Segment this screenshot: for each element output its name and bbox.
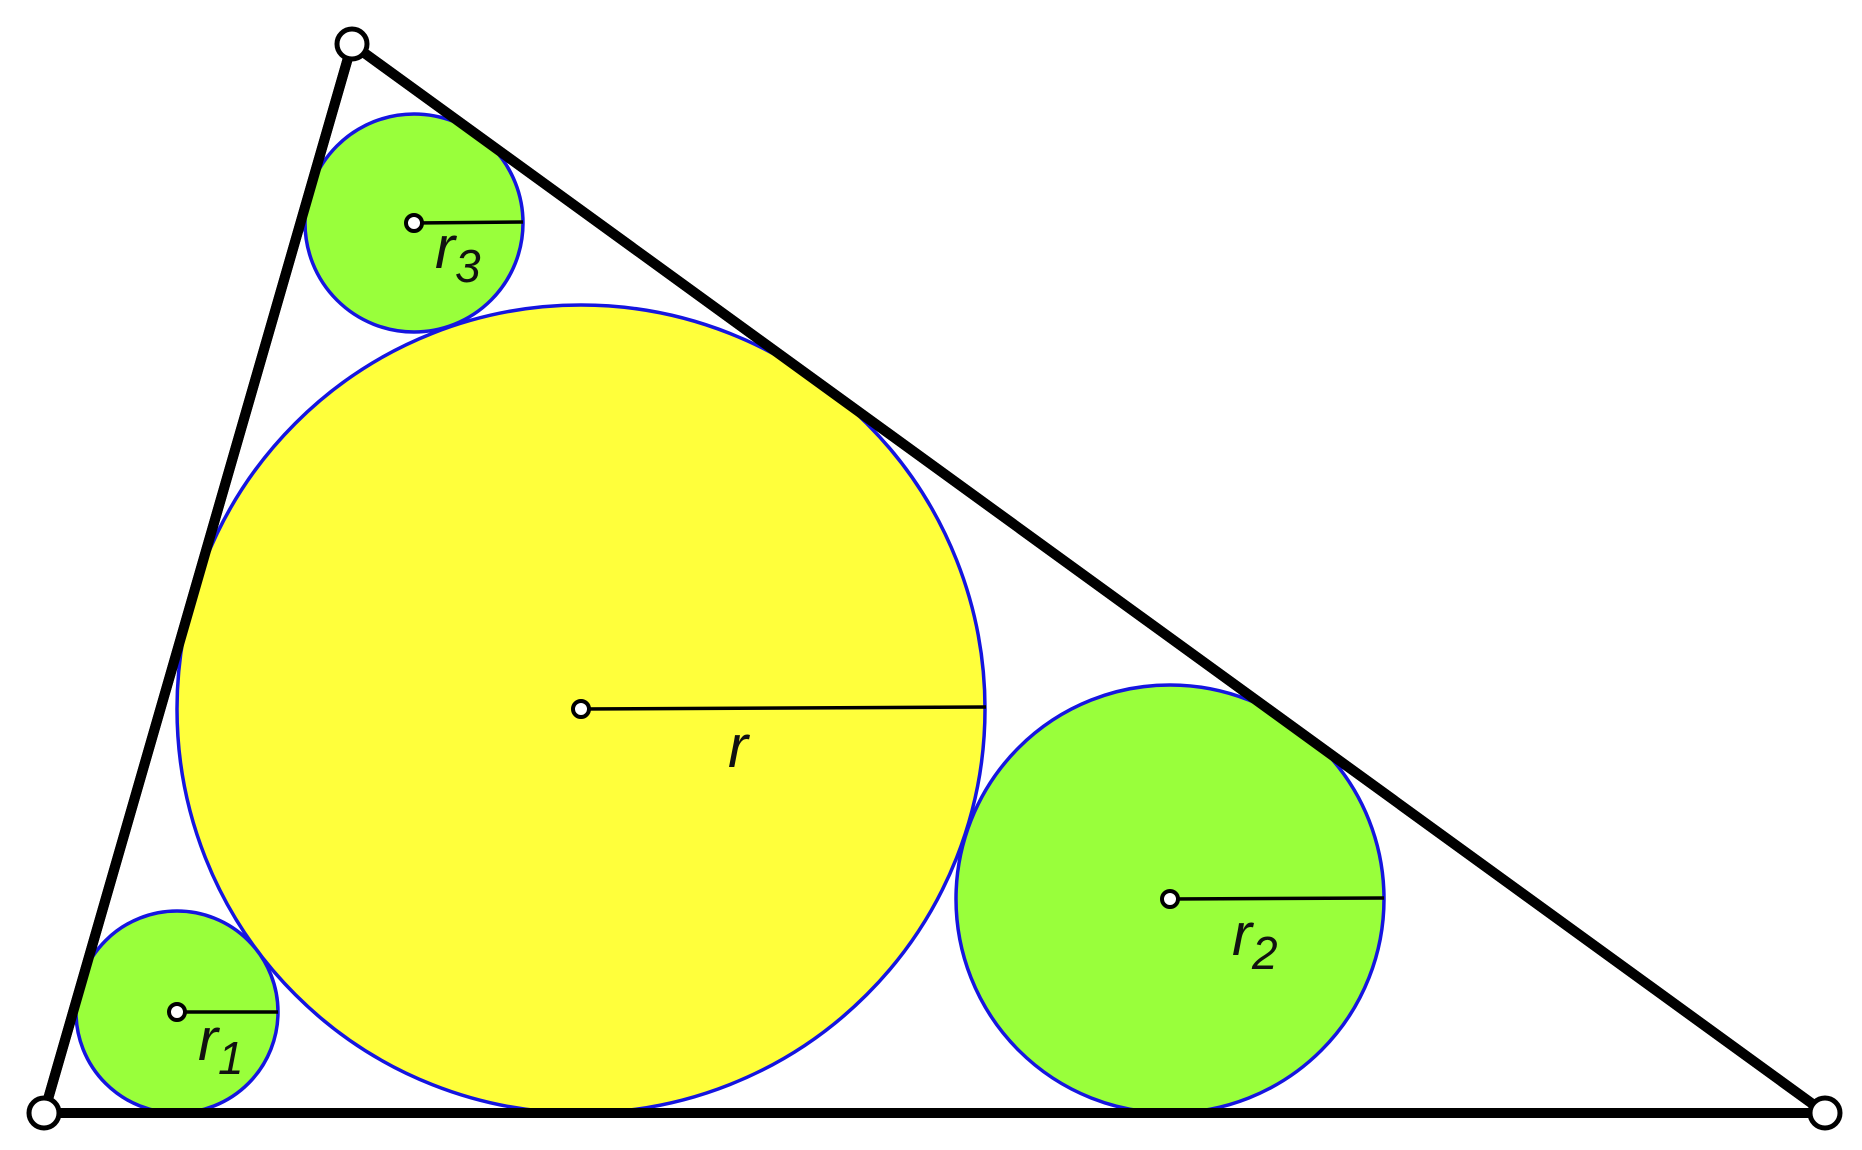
small-circle-2-radius-label: r2 — [1232, 901, 1278, 979]
circle-3-label-subscript: 3 — [455, 240, 481, 292]
circle-3-label-symbol: r — [435, 214, 457, 281]
triangle-vertices — [26, 26, 1843, 1131]
triangle-side-left-overlay — [39, 39, 357, 1118]
circle-1-label-subscript: 1 — [218, 1032, 244, 1084]
vertex-point-top — [334, 26, 370, 62]
small-circle-3: r3 — [303, 112, 525, 334]
small-circle-3-center-point — [404, 213, 424, 233]
incircle-radius — [580, 705, 987, 711]
circle-2-label-subscript: 2 — [1251, 927, 1278, 979]
vertex-point-bottom-left — [26, 1095, 62, 1131]
small-circle-3-radius — [413, 220, 524, 225]
small-circle-1-radius-label: r1 — [198, 1006, 244, 1084]
small-circle-2-center-point — [1160, 889, 1180, 909]
incircle-label-symbol: r — [728, 713, 750, 780]
small-circle-1-center-point — [167, 1002, 187, 1022]
incircle-center-point — [571, 699, 591, 719]
vertex-point-bottom-right — [1807, 1095, 1843, 1131]
small-circle-1: r1 — [74, 909, 280, 1115]
small-circle-2-radius — [1169, 896, 1385, 901]
circle-1-label-symbol: r — [198, 1006, 220, 1073]
incircle: r — [175, 303, 987, 1115]
triangle-overlay — [39, 39, 1830, 1118]
small-circle-3-radius-label: r3 — [435, 214, 481, 292]
triangle-side-hypotenuse-overlay — [347, 39, 1830, 1118]
incircle-radius-label: r — [728, 713, 750, 780]
circle-2-label-symbol: r — [1232, 901, 1254, 968]
